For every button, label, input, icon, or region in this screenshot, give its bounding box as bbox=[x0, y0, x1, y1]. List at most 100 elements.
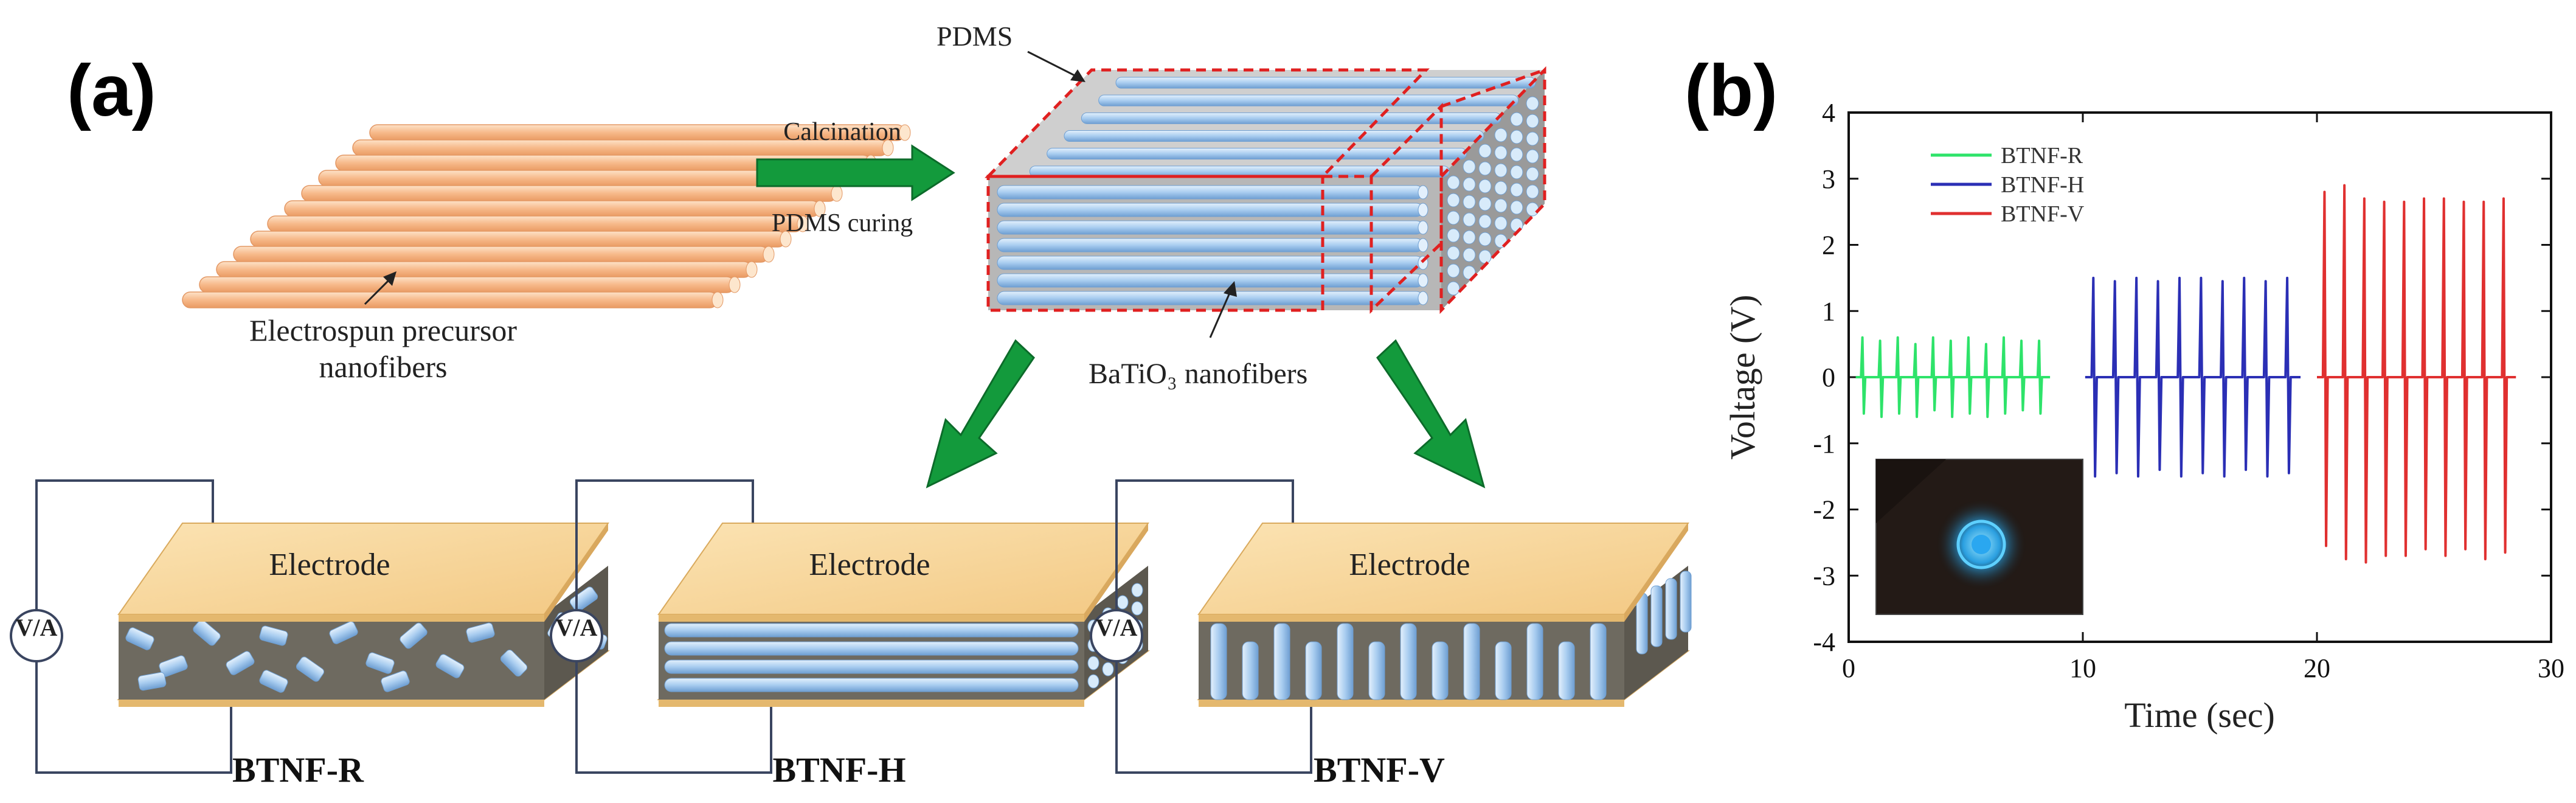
batio3-fiber-top bbox=[1115, 77, 1536, 89]
vertical-fiber-side bbox=[1636, 593, 1648, 655]
device-r-electrode-label: Electrode bbox=[269, 548, 390, 582]
vertical-fiber bbox=[1495, 641, 1512, 700]
horizontal-fiber bbox=[664, 641, 1079, 656]
x-tick-label: 20 bbox=[2304, 653, 2330, 683]
random-fiber bbox=[226, 651, 255, 675]
series-btnf-r-line bbox=[1855, 336, 2051, 419]
precursor-fiber bbox=[233, 246, 769, 263]
device-h-name: BTNF-H bbox=[772, 750, 905, 790]
top-electrode-edge bbox=[1199, 614, 1624, 622]
batio3-fiber-side-end bbox=[1447, 281, 1460, 296]
legend-label-btnf-v: BTNF-V bbox=[2001, 201, 2085, 227]
cut-outlines bbox=[985, 66, 1546, 315]
bottom-electrode-edge bbox=[1199, 700, 1624, 707]
batio3-fiber-side-end bbox=[1478, 214, 1492, 229]
batio3-fiber-front bbox=[997, 255, 1424, 270]
batio3-fiber-side-end bbox=[1510, 182, 1523, 197]
pdms-block bbox=[985, 66, 1546, 315]
random-fiber bbox=[259, 670, 288, 693]
batio3-fiber-side-end bbox=[1478, 179, 1492, 193]
precursor-fiber-end bbox=[899, 124, 911, 141]
vertical-fiber-side bbox=[1665, 578, 1677, 640]
batio3-fiber-side-end bbox=[1494, 216, 1508, 231]
vertical-fiber bbox=[1463, 623, 1480, 700]
random-fiber bbox=[500, 649, 528, 677]
precursor-fiber bbox=[216, 261, 752, 278]
vertical-fiber bbox=[1337, 623, 1354, 700]
batio3-fiber-side-end bbox=[1510, 165, 1523, 179]
random-fiber bbox=[329, 621, 358, 644]
batio3-fiber-top bbox=[1098, 94, 1519, 106]
precursor-fiber-end bbox=[797, 215, 809, 232]
precursor-fiber bbox=[267, 215, 803, 232]
batio3-fiber-front bbox=[997, 203, 1424, 217]
inset-led-core bbox=[1972, 535, 1991, 554]
batio3-fiber-front-end bbox=[1418, 203, 1428, 217]
precursor-fiber bbox=[199, 276, 735, 293]
batio3-fiber-side-end bbox=[1463, 177, 1476, 192]
random-fiber bbox=[381, 670, 410, 692]
vertical-fiber bbox=[1210, 623, 1227, 700]
batio3-fiber-front bbox=[997, 273, 1424, 288]
cut-outline-edge-2 bbox=[1441, 68, 1545, 108]
batio3-fiber-side-end bbox=[1510, 130, 1523, 144]
batio3-fiber-side-end bbox=[1494, 181, 1508, 195]
batio3-fiber-side-end bbox=[1494, 163, 1508, 178]
batio3-fiber-front bbox=[997, 238, 1424, 252]
batio3-pointer-head bbox=[1224, 281, 1237, 297]
precursor-fiber bbox=[182, 291, 718, 308]
horizontal-fiber bbox=[664, 678, 1079, 692]
batio3-fiber-side-end bbox=[1526, 167, 1539, 181]
cut-outline-top bbox=[985, 68, 1430, 178]
precursor-fiber-end bbox=[763, 246, 775, 263]
cut-outline-side bbox=[1439, 66, 1546, 315]
circuit-wire-bottom bbox=[35, 660, 232, 774]
batio3-fiber-top bbox=[1047, 148, 1467, 160]
batio3-fiber-top bbox=[1081, 112, 1501, 124]
batio3-fiber-side-end bbox=[1526, 202, 1539, 217]
vertical-fiber bbox=[1242, 641, 1259, 700]
batio3-fiber-front-end bbox=[1418, 273, 1428, 288]
vertical-fiber bbox=[1400, 623, 1417, 700]
top-electrode-side bbox=[1624, 523, 1688, 622]
series-btnf-v-line bbox=[2317, 184, 2516, 564]
y-tick-label: 3 bbox=[1822, 164, 1835, 194]
horizontal-fiber-end bbox=[1087, 656, 1099, 670]
batio3-fiber-side-end bbox=[1526, 96, 1539, 111]
top-electrode-edge bbox=[659, 614, 1084, 622]
vertical-fiber bbox=[1590, 623, 1607, 700]
precursor-fiber-end bbox=[814, 200, 826, 217]
batio3-fiber-front bbox=[997, 185, 1424, 200]
batio3-fiber-side-end bbox=[1478, 144, 1492, 158]
vertical-fiber bbox=[1368, 641, 1385, 700]
horizontal-fiber bbox=[664, 659, 1079, 674]
precursor-fiber-end bbox=[712, 291, 724, 308]
precursor-fiber-stack bbox=[182, 124, 911, 308]
inset-photo-shadow bbox=[1876, 459, 1946, 523]
legend-label-btnf-r: BTNF-R bbox=[2001, 143, 2083, 169]
horizontal-fiber bbox=[664, 623, 1079, 638]
batio3-fiber-side-end bbox=[1478, 161, 1492, 176]
precursor-fiber-end bbox=[746, 261, 758, 278]
device-h-meter-label: V/A bbox=[556, 614, 598, 641]
device-v-meter-label: V/A bbox=[1096, 614, 1138, 641]
batio3-fiber-side-end bbox=[1526, 131, 1539, 146]
series-btnf-h-line bbox=[2085, 276, 2301, 478]
cut-outline-front bbox=[986, 175, 1324, 312]
y-tick-label: 4 bbox=[1822, 98, 1835, 128]
legend-label-btnf-h: BTNF-H bbox=[2001, 172, 2084, 198]
arrow-to-btnf-v bbox=[1376, 339, 1486, 488]
precursor-pointer-head bbox=[383, 271, 396, 286]
vertical-fiber bbox=[1432, 641, 1449, 700]
y-axis-label: Voltage (V) bbox=[1723, 294, 1762, 459]
batio3-pointer bbox=[1209, 288, 1233, 338]
horizontal-fiber-end bbox=[1131, 583, 1143, 597]
y-tick-label: 1 bbox=[1822, 296, 1835, 326]
batio3-fiber-side-end bbox=[1510, 147, 1523, 162]
batio3-fiber-front bbox=[997, 291, 1424, 305]
top-electrode-edge bbox=[119, 614, 544, 622]
batio3-fiber-side-end bbox=[1510, 112, 1523, 127]
device-btnf-h bbox=[550, 479, 1150, 774]
vertical-fiber-side bbox=[1680, 571, 1692, 633]
